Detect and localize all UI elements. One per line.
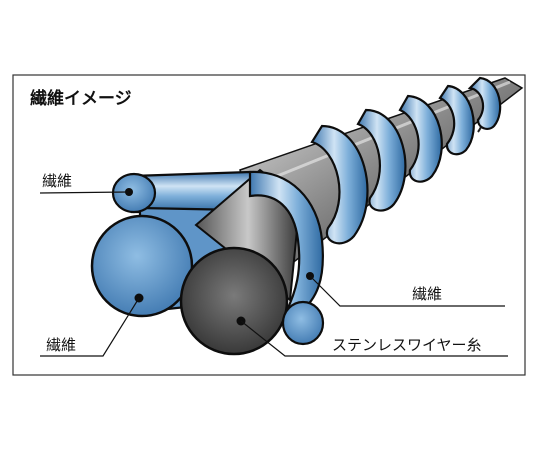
label-fiber-right: 繊維: [412, 285, 442, 303]
spiral-fiber-wraps: [310, 76, 502, 245]
leader-fiber-right: [309, 275, 505, 307]
leader-lines: [39, 191, 508, 357]
fiber-large-end: [90, 214, 194, 318]
fiber-small-end-bottom: [281, 300, 325, 346]
diagram-title: 繊維イメージ: [30, 88, 132, 109]
leader-fiber-top-left: [39, 191, 130, 194]
fiber-small-end-top: [111, 172, 157, 214]
label-fiber-bottom-left: 繊維: [46, 336, 76, 354]
leader-stainless-wire: [240, 320, 508, 357]
label-stainless-wire: ステンレスワイヤー糸: [332, 336, 482, 354]
label-fiber-top-left: 繊維: [42, 172, 72, 190]
stainless-wire-end: [179, 246, 289, 356]
leader-fiber-bottom-left: [40, 297, 140, 357]
